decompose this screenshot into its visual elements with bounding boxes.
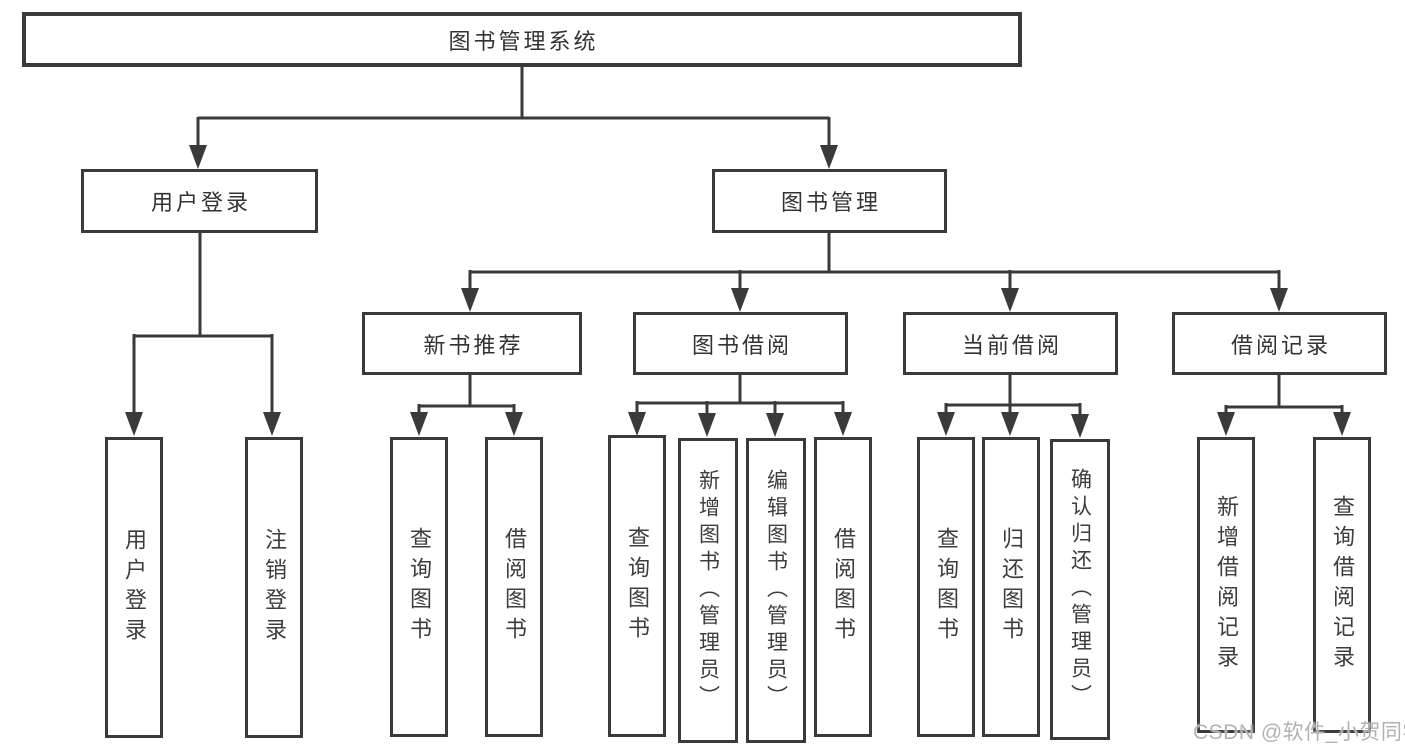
connector-root-to-level2 <box>189 67 838 169</box>
leaf-query-borrow-record: 查询借阅记录 <box>1313 437 1371 733</box>
leaf-edit-book-admin-label: 编辑图书（管理员） <box>764 469 788 712</box>
leaf-add-borrow-record-label: 新增借阅记录 <box>1214 495 1239 675</box>
leaf-query-books-borrow: 查询图书 <box>608 435 666 737</box>
leaf-add-book-admin: 新增图书（管理员） <box>678 438 738 743</box>
connector-current-borrow-branch <box>937 375 1089 438</box>
leaf-logout: 注销登录 <box>245 437 303 738</box>
leaf-borrow-books-borrow-label: 借阅图书 <box>831 527 856 647</box>
node-root-label: 图书管理系统 <box>448 28 599 54</box>
connector-new-book-branch <box>410 375 523 436</box>
leaf-query-books-current: 查询图书 <box>917 437 975 737</box>
csdn-watermark: CSDN @软件_小贺同学 <box>1193 721 1405 744</box>
node-new-book-recommend: 新书推荐 <box>362 312 582 375</box>
node-book-borrow-label: 图书借阅 <box>691 332 792 358</box>
leaf-add-book-admin-label: 新增图书（管理员） <box>696 469 720 712</box>
connector-book-borrow-branch <box>628 375 852 437</box>
node-current-borrow-label: 当前借阅 <box>961 332 1062 358</box>
leaf-add-borrow-record: 新增借阅记录 <box>1197 437 1255 733</box>
leaf-borrow-books-borrow: 借阅图书 <box>814 437 872 737</box>
connector-borrow-records-branch <box>1217 375 1351 436</box>
leaf-borrow-books-recommend-label: 借阅图书 <box>502 527 527 647</box>
node-book-management-label: 图书管理 <box>780 190 881 215</box>
leaf-return-book: 归还图书 <box>982 437 1040 737</box>
node-borrow-records-label: 借阅记录 <box>1230 332 1331 358</box>
leaf-user-login: 用户登录 <box>105 437 163 738</box>
leaf-query-books-borrow-label: 查询图书 <box>625 526 650 646</box>
node-book-borrow: 图书借阅 <box>633 312 848 375</box>
leaf-logout-label: 注销登录 <box>262 527 287 648</box>
leaf-return-book-label: 归还图书 <box>999 527 1024 647</box>
leaf-user-login-label: 用户登录 <box>122 527 147 648</box>
node-user-login-label: 用户登录 <box>150 190 251 215</box>
connector-book-management-branch <box>461 233 1288 312</box>
node-book-management: 图书管理 <box>712 169 947 233</box>
leaf-query-books-recommend-label: 查询图书 <box>407 527 432 647</box>
node-new-book-recommend-label: 新书推荐 <box>423 332 524 358</box>
node-user-login: 用户登录 <box>81 169 318 233</box>
leaf-edit-book-admin: 编辑图书（管理员） <box>746 438 806 743</box>
leaf-query-books-recommend: 查询图书 <box>390 437 448 737</box>
leaf-query-borrow-record-label: 查询借阅记录 <box>1330 495 1355 675</box>
leaf-query-books-current-label: 查询图书 <box>934 527 959 647</box>
node-current-borrow: 当前借阅 <box>903 312 1118 375</box>
node-root: 图书管理系统 <box>22 12 1022 67</box>
connector-user-login-branch <box>125 233 281 436</box>
leaf-confirm-return-admin: 确认归还（管理员） <box>1050 439 1110 740</box>
leaf-confirm-return-admin-label: 确认归还（管理员） <box>1068 468 1092 711</box>
leaf-borrow-books-recommend: 借阅图书 <box>485 437 543 737</box>
node-borrow-records: 借阅记录 <box>1172 312 1387 375</box>
